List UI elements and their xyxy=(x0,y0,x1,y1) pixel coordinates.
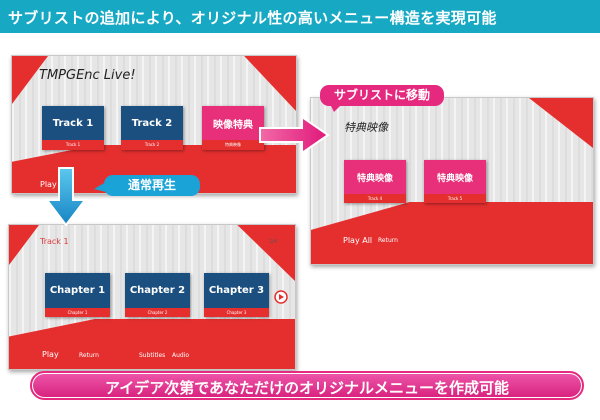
thumb-label: 特典映像 xyxy=(344,160,406,194)
thumb-caption: Chapter 3 xyxy=(204,308,269,317)
play-button[interactable]: Play xyxy=(40,180,57,189)
thumb-label: Track 2 xyxy=(121,106,183,140)
track-2-thumb[interactable]: Track 2 Track 2 xyxy=(121,106,183,150)
page-indicator: 1/4 xyxy=(269,239,278,245)
sub-menu-screen: 特典映像 特典映像 Track 4 特典映像 Track 5 Play All … xyxy=(310,97,594,265)
normal-play-callout: 通常再生 xyxy=(104,175,200,196)
thumb-caption: Track 5 xyxy=(424,194,486,203)
chapter-menu-screen: Track 1 1/4 Chapter 1 Chapter 1 Chapter … xyxy=(8,224,296,370)
chapter-1-thumb[interactable]: Chapter 1 Chapter 1 xyxy=(45,273,110,317)
footer-text: アイデア次第であなただけのオリジナルメニューを作成可能 xyxy=(104,379,510,397)
thumb-caption: Chapter 2 xyxy=(125,308,190,317)
footer-banner: アイデア次第であなただけのオリジナルメニューを作成可能 xyxy=(30,371,584,400)
menu-title: 特典映像 xyxy=(344,121,388,134)
thumb-caption: Track 2 xyxy=(121,140,183,150)
thumb-caption: Track 4 xyxy=(344,194,406,203)
track-title: Track 1 xyxy=(40,237,69,246)
chapter-2-thumb[interactable]: Chapter 2 Chapter 2 xyxy=(125,273,190,317)
callout-pointer xyxy=(94,182,106,192)
bonus-video-2-thumb[interactable]: 特典映像 Track 5 xyxy=(424,160,486,203)
chapter-3-thumb[interactable]: Chapter 3 Chapter 3 xyxy=(204,273,269,317)
bonus-video-thumb[interactable]: 映像特典 特典映像 xyxy=(202,106,264,150)
thumb-label: Track 1 xyxy=(42,106,104,140)
play-button[interactable]: Play xyxy=(42,350,59,359)
red-band-bottom xyxy=(9,319,295,369)
arrow-right-icon xyxy=(259,115,330,155)
bonus-video-1-thumb[interactable]: 特典映像 Track 4 xyxy=(344,160,406,203)
arrow-down-icon xyxy=(44,167,88,227)
sublist-move-callout: サブリストに移動 xyxy=(320,85,444,106)
thumb-label: 特典映像 xyxy=(424,160,486,194)
thumb-caption: Track 1 xyxy=(42,140,104,150)
audio-button[interactable]: Audio xyxy=(172,352,190,359)
thumb-label: Chapter 2 xyxy=(125,273,190,308)
thumb-label: 映像特典 xyxy=(202,106,264,140)
play-all-button[interactable]: Play All xyxy=(343,236,373,245)
return-button[interactable]: Return xyxy=(378,237,398,244)
thumb-label: Chapter 3 xyxy=(204,273,269,308)
thumb-caption: 特典映像 xyxy=(202,140,264,150)
thumb-caption: Chapter 1 xyxy=(45,308,110,317)
next-page-icon[interactable] xyxy=(274,290,288,304)
subtitles-button[interactable]: Subtitles xyxy=(139,352,166,359)
track-1-thumb[interactable]: Track 1 Track 1 xyxy=(42,106,104,150)
thumb-label: Chapter 1 xyxy=(45,273,110,308)
menu-title: TMPGEnc Live! xyxy=(39,68,136,83)
return-button[interactable]: Return xyxy=(79,352,99,359)
callout-pointer xyxy=(330,104,342,112)
header-title: サブリストの追加により、オリジナル性の高いメニュー構造を実現可能 xyxy=(8,9,497,27)
header-banner: サブリストの追加により、オリジナル性の高いメニュー構造を実現可能 xyxy=(0,0,600,33)
